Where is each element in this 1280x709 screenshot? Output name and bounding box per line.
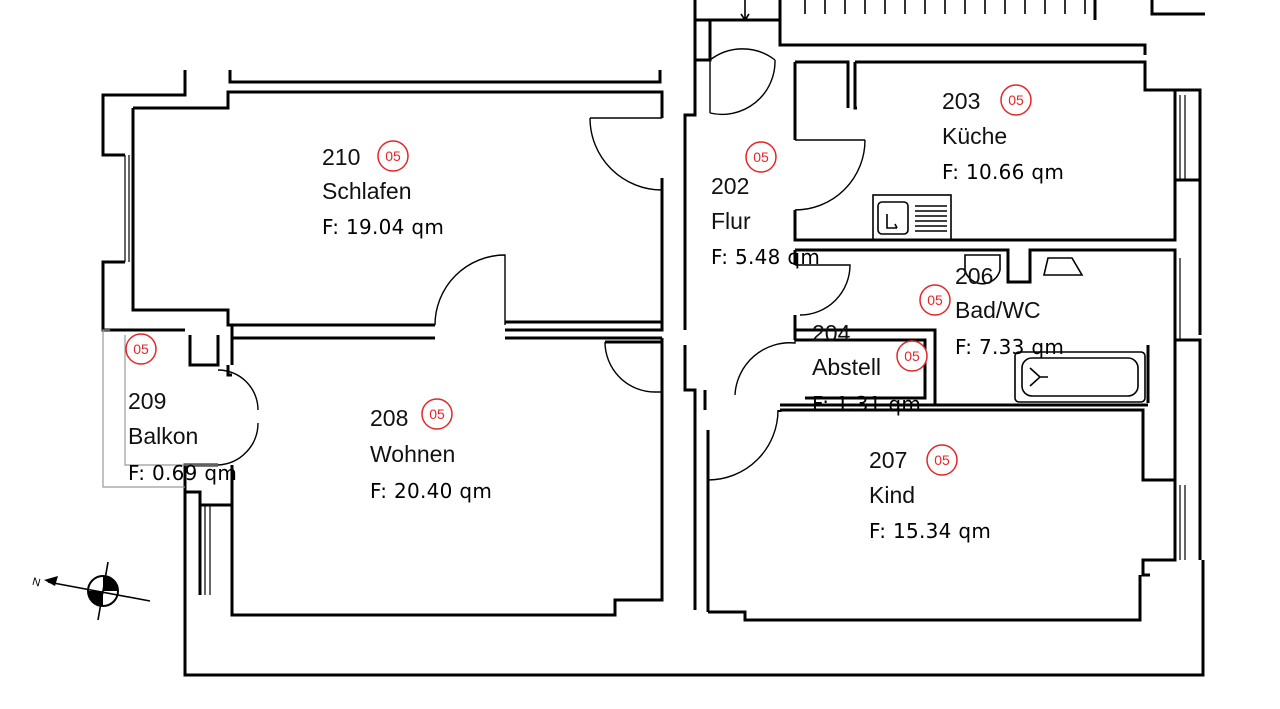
- doors: [217, 48, 866, 481]
- room-name: Balkon: [128, 423, 198, 449]
- room-number: 204: [812, 320, 851, 346]
- tag-circle-balkon: 05: [125, 333, 157, 365]
- room-tag: 05: [133, 341, 149, 357]
- north-label: N: [31, 576, 42, 590]
- tag-circle-flur: 05: [745, 141, 777, 173]
- tag-circle-wohnen: 05: [421, 398, 453, 430]
- room-label-abstell: 204 Abstell 05 F: 1.31 qm: [812, 320, 928, 416]
- tag-circle-kueche: 05: [1000, 84, 1032, 116]
- room-area: F: 15.34 qm: [869, 519, 991, 543]
- room-tag: 05: [934, 452, 950, 468]
- room-number: 208: [370, 405, 408, 431]
- room-area: F: 10.66 qm: [942, 160, 1064, 184]
- room-name: Küche: [942, 123, 1007, 149]
- room-name: Kind: [869, 482, 915, 508]
- room-label-kueche: 203 05 Küche F: 10.66 qm: [942, 84, 1064, 184]
- tag-circle-bad: 05: [919, 284, 951, 316]
- room-label-kind: 207 05 Kind F: 15.34 qm: [869, 444, 991, 543]
- room-label-schlafen: 210 05 Schlafen F: 19.04 qm: [322, 140, 444, 239]
- room-name: Wohnen: [370, 441, 455, 467]
- room-name: Bad/WC: [955, 297, 1041, 323]
- room-number: 209: [128, 388, 166, 414]
- windows: [124, 95, 1186, 595]
- room-area: F: 5.48 qm: [711, 245, 820, 269]
- room-area: F: 19.04 qm: [322, 215, 444, 239]
- room-area: F: 20.40 qm: [370, 479, 492, 503]
- room-tag: 05: [385, 148, 401, 164]
- room-area: F: 7.33 qm: [955, 335, 1064, 359]
- room-number: 206: [955, 263, 993, 289]
- room-tag: 05: [429, 406, 445, 422]
- room-name: Schlafen: [322, 178, 412, 204]
- room-number: 203: [942, 88, 980, 114]
- room-name: Abstell: [812, 354, 881, 380]
- room-label-bad: 206 05 Bad/WC F: 7.33 qm: [919, 263, 1064, 359]
- room-tag: 05: [753, 149, 769, 165]
- room-area: F: 0.69 qm: [128, 461, 237, 485]
- fixtures: [872, 194, 1146, 403]
- tag-circle-kind: 05: [926, 444, 958, 476]
- room-name: Flur: [711, 208, 751, 234]
- room-area: F: 1.31 qm: [812, 392, 921, 416]
- room-label-wohnen: 208 05 Wohnen F: 20.40 qm: [370, 398, 492, 503]
- tag-circle-schlafen: 05: [377, 140, 409, 172]
- room-labels: 210 05 Schlafen F: 19.04 qm 05 202 Flur …: [125, 84, 1064, 543]
- room-number: 207: [869, 447, 907, 473]
- compass: N: [31, 561, 151, 621]
- room-label-flur: 05 202 Flur F: 5.48 qm: [711, 141, 820, 269]
- room-number: 202: [711, 173, 749, 199]
- room-tag: 05: [1008, 92, 1024, 108]
- balcony-outline: [102, 329, 218, 488]
- tag-circle-abstell: 05: [896, 340, 928, 372]
- room-tag: 05: [904, 348, 920, 364]
- room-label-balkon: 05 209 Balkon F: 0.69 qm: [125, 333, 237, 485]
- room-number: 210: [322, 144, 360, 170]
- room-tag: 05: [927, 292, 943, 308]
